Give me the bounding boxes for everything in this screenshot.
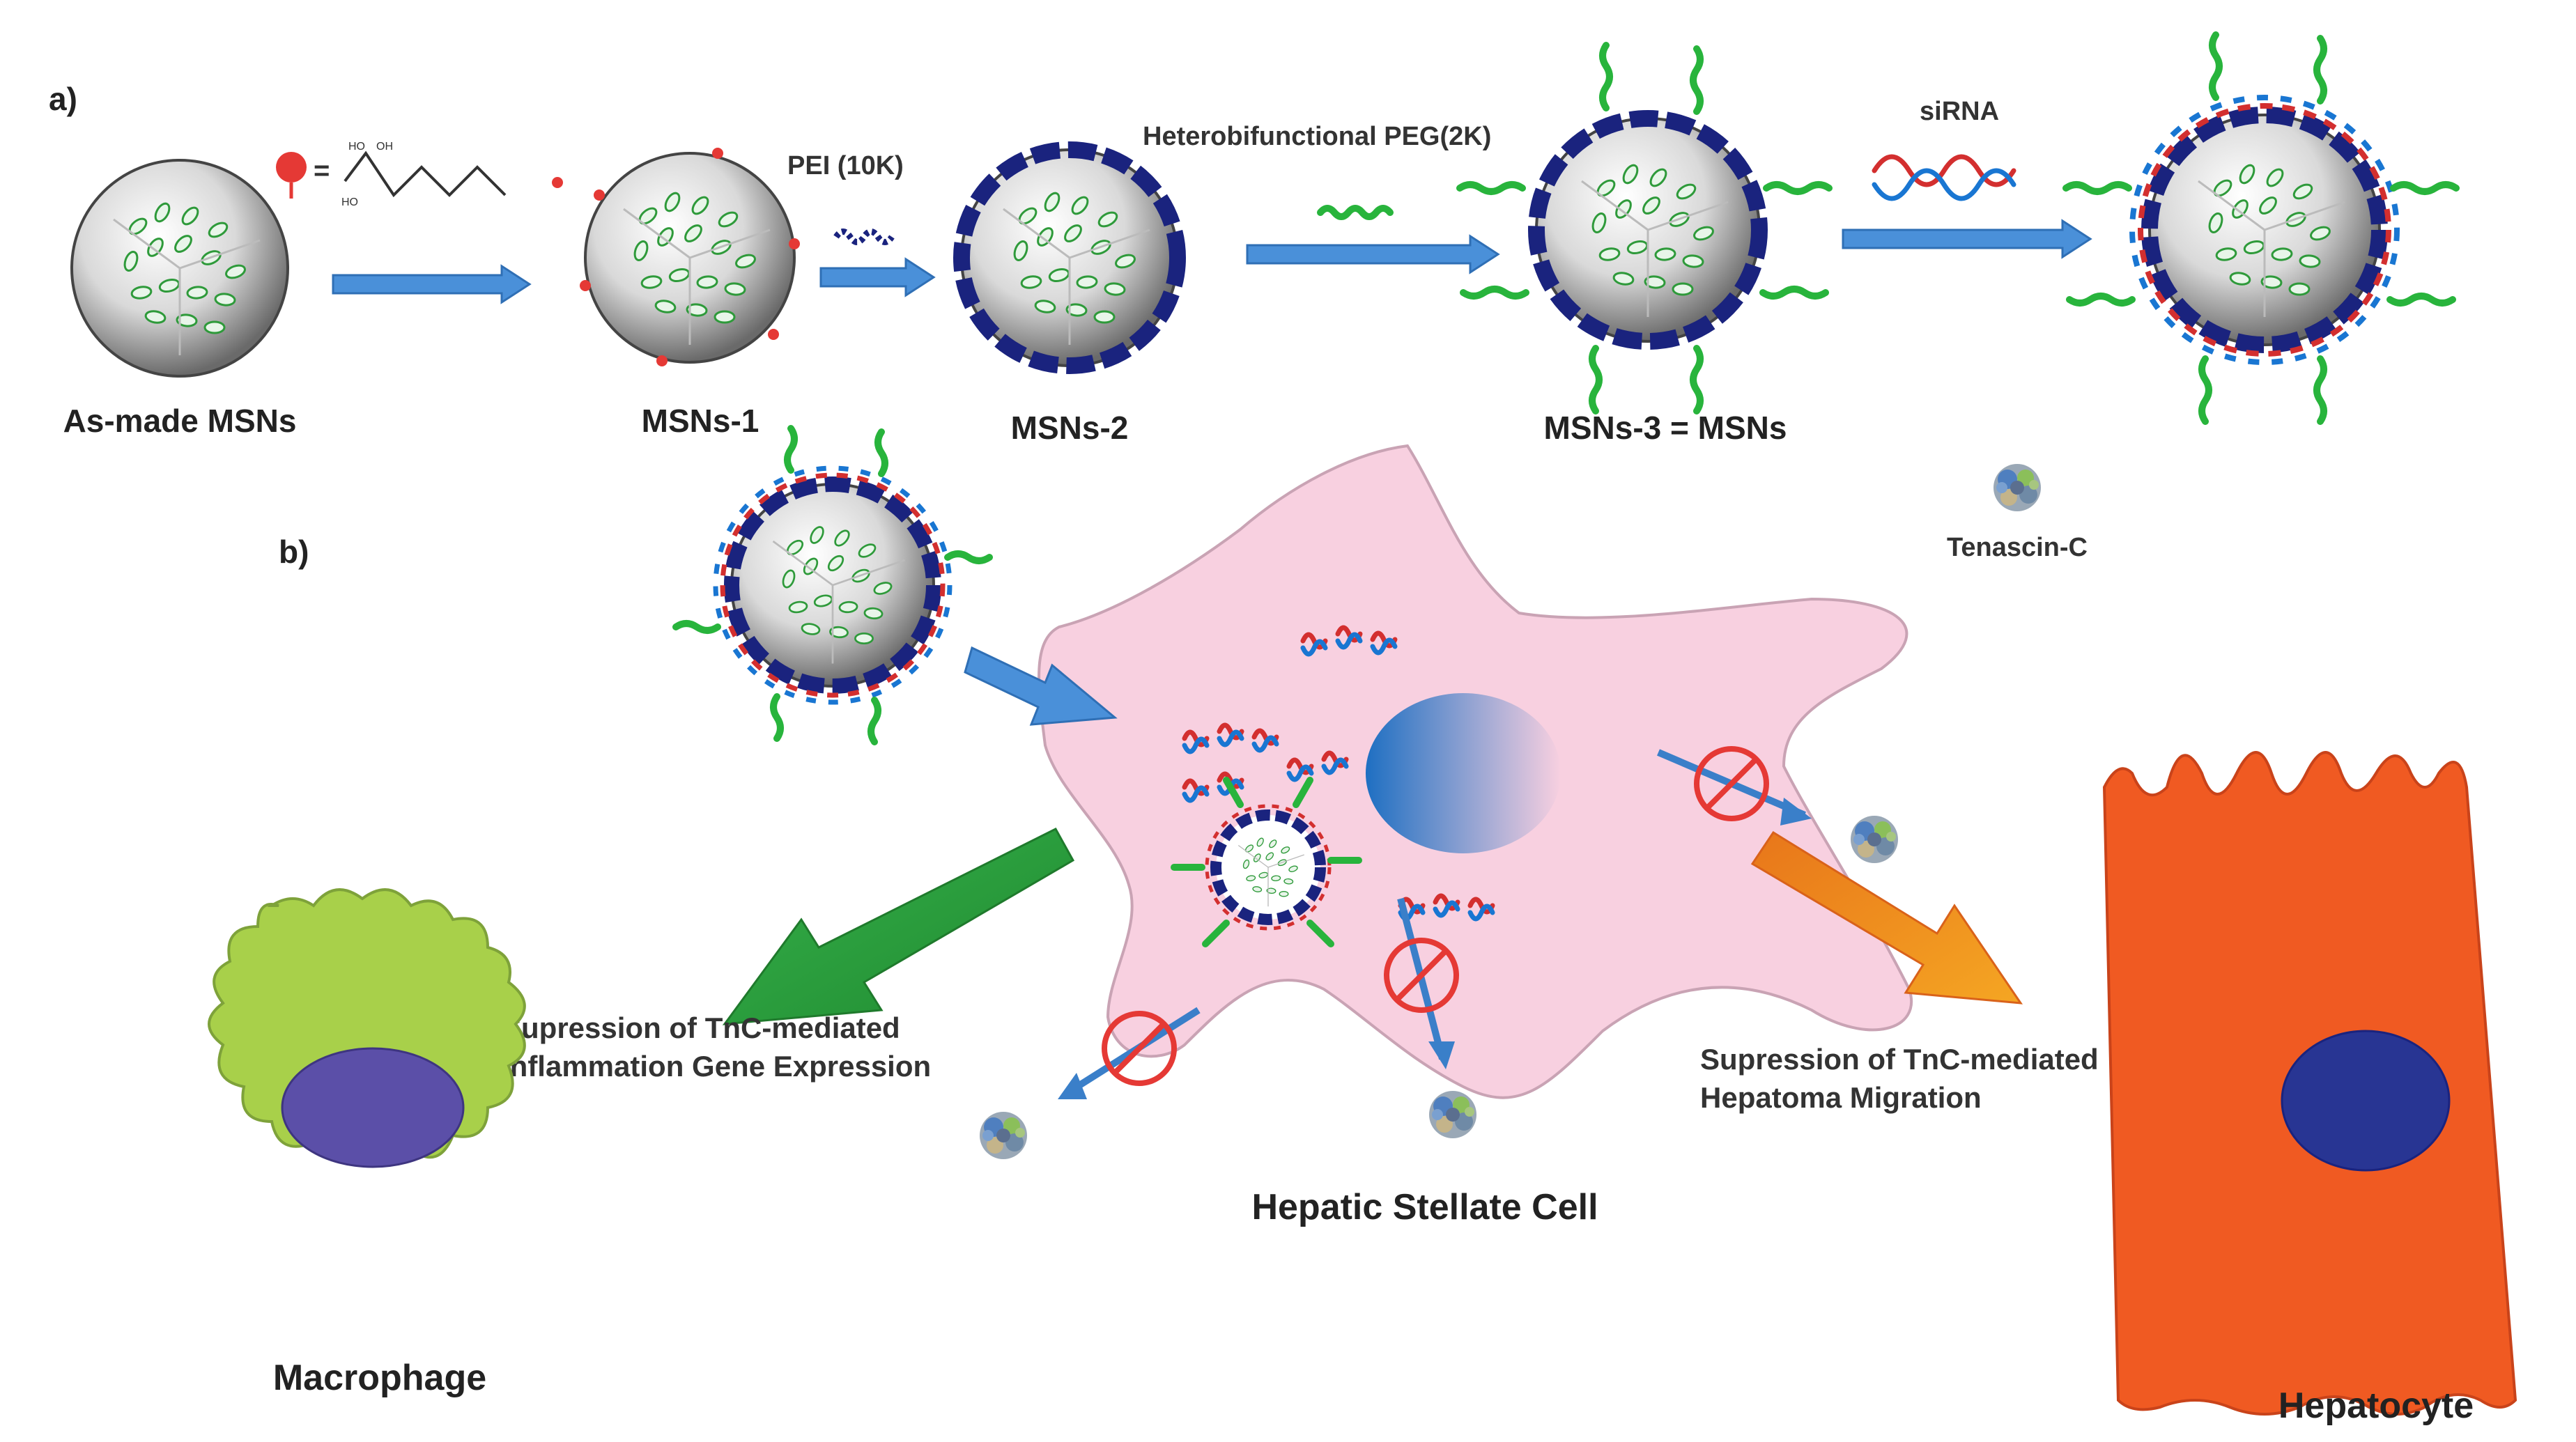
panel-b-label: b) [279, 534, 309, 570]
synthesis-arrow-3 [1246, 234, 1500, 274]
internalized-msn-particle [1171, 777, 1362, 947]
hepatocyte-effect-line1: Supression of TnC-mediated [1700, 1043, 2099, 1076]
as-made-msns-label: As-made MSNs [63, 403, 297, 439]
tenascin-c-secreted-bottom [1429, 1091, 1476, 1138]
as-made-msn-particle [70, 159, 289, 378]
macrophage-effect-line2: Inflammation Gene Expression [502, 1050, 931, 1083]
blocked-secretion-bottom [1384, 897, 1459, 1069]
hepatocyte-effect-line2: Hepatoma Migration [1700, 1081, 1982, 1114]
synthesis-arrow-4 [1842, 219, 2092, 259]
hepatocyte-effect-arrow [1750, 830, 2023, 1005]
svg-text:OH: OH [376, 141, 393, 153]
blocked-secretion-left [1058, 1007, 1201, 1099]
msn-sirna-complex-particle [2062, 31, 2460, 425]
svg-text:HO: HO [341, 196, 358, 208]
hsc-nucleus [1366, 693, 1561, 853]
pei-polymer-icon [833, 228, 895, 245]
hepatocyte-label: Hepatocyte [2278, 1386, 2474, 1426]
tenascin-c-secreted-right [1851, 816, 1898, 863]
msns-3-particle [1456, 42, 1833, 414]
sirna-duplex-icon [1872, 154, 2016, 201]
macrophage-nucleus [281, 1047, 465, 1168]
macrophage-effect-line1: Supression of TnC-mediated [502, 1011, 900, 1044]
incoming-msn-complex [672, 425, 993, 745]
msns-2-label: MSNs-2 [1011, 410, 1129, 446]
msns-3-label: MSNs-3 = MSNs [1544, 410, 1787, 446]
msns-1-particle [580, 148, 800, 366]
pei-label: PEI (10K) [787, 151, 904, 180]
svg-text:HO: HO [348, 141, 365, 153]
msns-2-particle [953, 141, 1186, 374]
tenascin-c-label: Tenascin-C [1947, 533, 2088, 562]
hsc-label: Hepatic Stellate Cell [1251, 1187, 1598, 1227]
tenascin-c-secreted-left [980, 1112, 1027, 1159]
linker-equals: = [314, 155, 330, 186]
synthesis-arrow-2 [819, 257, 936, 297]
blocked-secretion-right [1657, 746, 1812, 825]
uptake-arrow [964, 646, 1118, 726]
peg-chain-icon [1320, 208, 1390, 217]
sirna-label: siRNA [1920, 97, 1999, 126]
panel-a-label: a) [49, 81, 77, 117]
synthesis-arrow-1 [332, 264, 532, 304]
peg-label: Heterobifunctional PEG(2K) [1143, 122, 1491, 151]
tenascin-c-icon [1993, 464, 2041, 511]
hepatocyte-nucleus [2281, 1030, 2451, 1172]
macrophage-label: Macrophage [273, 1358, 486, 1398]
macrophage-effect-arrow [722, 828, 1075, 1025]
linker-molecule-icon: = HO OH HO [276, 141, 563, 208]
msns-1-label: MSNs-1 [642, 403, 759, 439]
